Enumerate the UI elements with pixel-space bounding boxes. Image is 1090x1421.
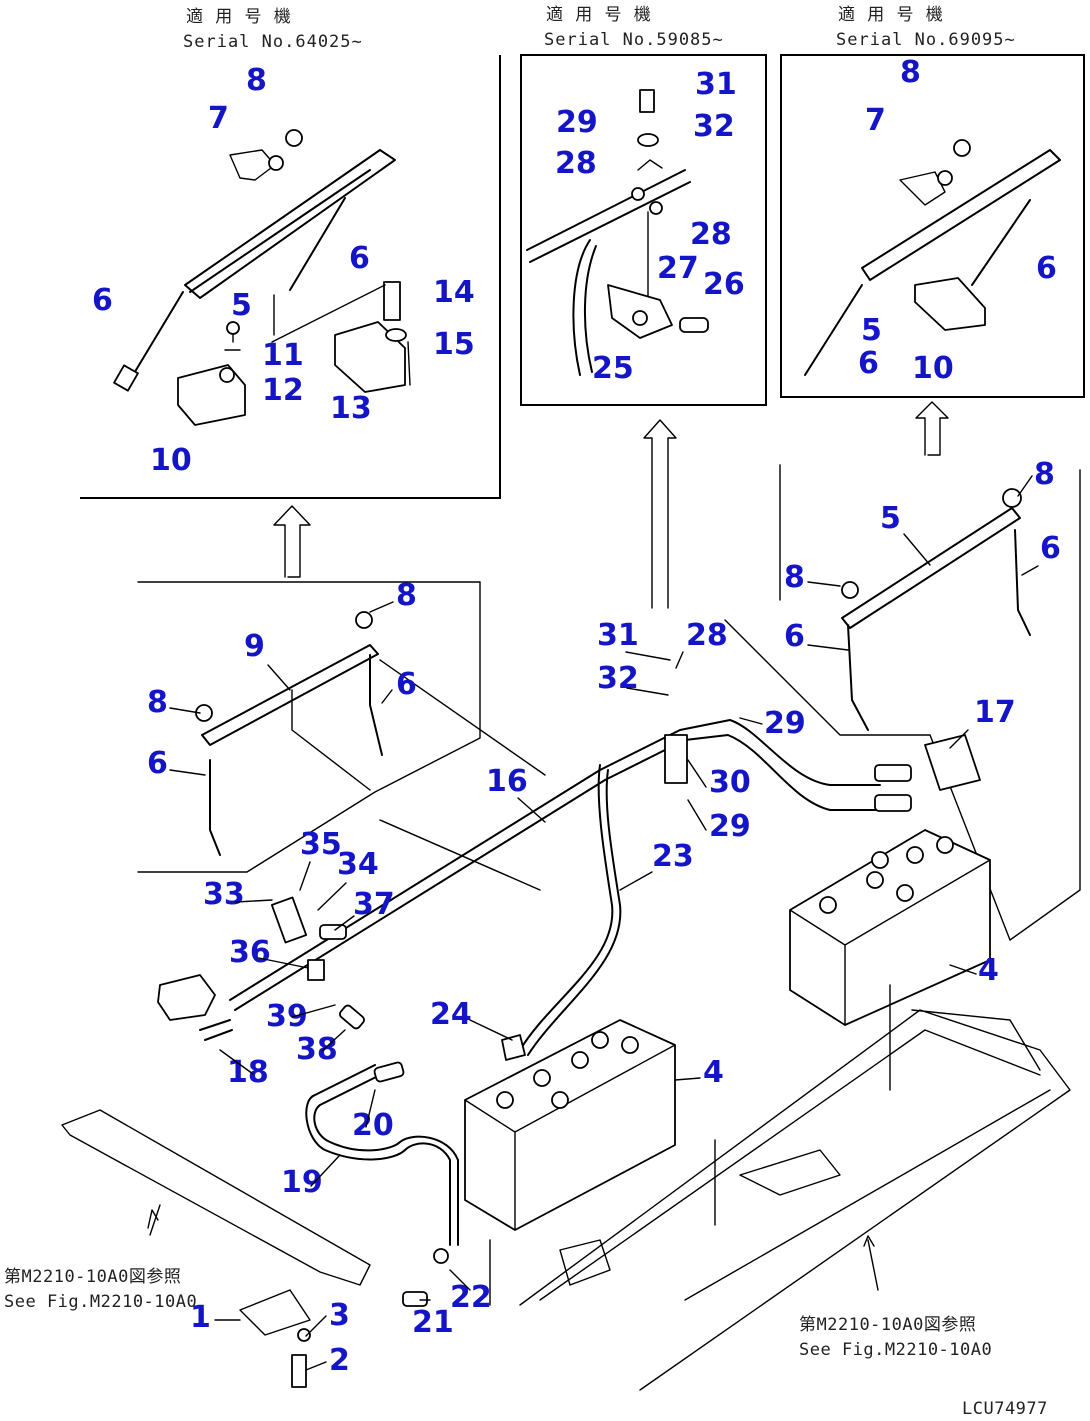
callout-8: 8 [246, 63, 267, 98]
callout-8: 8 [1034, 457, 1055, 492]
callout-15: 15 [433, 327, 475, 362]
callout-4: 4 [978, 953, 999, 988]
main-right-holddown [724, 464, 1081, 941]
callout-14: 14 [433, 275, 475, 310]
callout-32: 32 [693, 109, 735, 144]
callout-29: 29 [709, 809, 751, 844]
callout-9: 9 [244, 629, 265, 664]
leader-lines [169, 475, 1039, 1371]
callout-12: 12 [262, 373, 304, 408]
callout-4: 4 [703, 1055, 724, 1090]
callout-24: 24 [430, 997, 472, 1032]
callout-19: 19 [281, 1165, 323, 1200]
callout-20: 20 [352, 1108, 394, 1143]
callout-5: 5 [880, 501, 901, 536]
main-chassis [61, 984, 1071, 1391]
inset-left-drawing [113, 129, 411, 426]
callout-34: 34 [337, 847, 379, 882]
callout-7: 7 [865, 103, 886, 138]
callout-6: 6 [1040, 531, 1061, 566]
reference-right: 第M2210-10A0図参照 See Fig.M2210-10A0 [799, 1235, 992, 1360]
inset-left-frame [80, 55, 501, 499]
callout-6: 6 [147, 746, 168, 781]
header-right-serial: Serial No.69095~ [836, 30, 1016, 50]
callout-6: 6 [396, 667, 417, 702]
callout-38: 38 [296, 1032, 338, 1067]
reference-right-en: See Fig.M2210-10A0 [799, 1340, 992, 1360]
inset-middle-frame [520, 54, 767, 406]
header-left-serial: Serial No.64025~ [183, 32, 363, 52]
callout-32: 32 [597, 661, 639, 696]
callout-29: 29 [556, 105, 598, 140]
callout-30: 30 [709, 765, 751, 800]
callout-21: 21 [412, 1305, 454, 1340]
reference-left: 第M2210-10A0図参照 See Fig.M2210-10A0 [4, 1204, 197, 1312]
callout-13: 13 [330, 391, 372, 426]
arrow-to-left-inset [273, 505, 311, 578]
reference-left-jp: 第M2210-10A0図参照 [4, 1267, 181, 1287]
inset-right-frame [780, 54, 1085, 398]
callout-23: 23 [652, 839, 694, 874]
callout-29: 29 [764, 706, 806, 741]
callout-10: 10 [150, 443, 192, 478]
inset-middle-drawing [526, 89, 709, 376]
callout-2: 2 [329, 1343, 350, 1378]
callout-31: 31 [597, 618, 639, 653]
main-cables [229, 719, 981, 1246]
callout-26: 26 [703, 267, 745, 302]
callout-22: 22 [450, 1280, 492, 1315]
callout-39: 39 [266, 999, 308, 1034]
callout-37: 37 [353, 887, 395, 922]
header-middle-serial: Serial No.59085~ [544, 30, 724, 50]
callout-17: 17 [974, 695, 1016, 730]
callout-7: 7 [208, 101, 229, 136]
callout-25: 25 [592, 351, 634, 386]
callout-27: 27 [657, 251, 699, 286]
main-switch-cluster [157, 896, 526, 1307]
reference-right-jp: 第M2210-10A0図参照 [799, 1315, 976, 1335]
callout-8: 8 [147, 685, 168, 720]
arrow-to-middle-inset [643, 419, 677, 609]
callout-5: 5 [231, 288, 252, 323]
reference-left-en: See Fig.M2210-10A0 [4, 1292, 197, 1312]
callout-6: 6 [784, 619, 805, 654]
battery-left [464, 1019, 676, 1231]
callout-6: 6 [92, 283, 113, 318]
header-middle-jp: 適 用 号 機 [546, 5, 652, 25]
inset-right-drawing [804, 139, 1061, 376]
callout-6: 6 [349, 241, 370, 276]
callout-28: 28 [555, 146, 597, 181]
callout-33: 33 [203, 877, 245, 912]
callout-28: 28 [690, 217, 732, 252]
callout-16: 16 [486, 764, 528, 799]
callout-35: 35 [300, 827, 342, 862]
callout-1: 1 [190, 1300, 211, 1335]
callout-8: 8 [900, 55, 921, 90]
callout-11: 11 [262, 338, 304, 373]
callout-6: 6 [1036, 251, 1057, 286]
callout-6: 6 [858, 346, 879, 381]
callout-10: 10 [912, 351, 954, 386]
callout-31: 31 [695, 67, 737, 102]
header-left-jp: 適 用 号 機 [186, 7, 292, 27]
arrow-to-right-inset [915, 401, 949, 456]
battery-right [789, 829, 991, 1026]
callout-28: 28 [686, 618, 728, 653]
figure-code: LCU74977 [962, 1399, 1048, 1419]
callout-8: 8 [396, 578, 417, 613]
callout-8: 8 [784, 560, 805, 595]
callout-36: 36 [229, 935, 271, 970]
callout-5: 5 [861, 313, 882, 348]
callout-3: 3 [329, 1298, 350, 1333]
header-right-jp: 適 用 号 機 [838, 5, 944, 25]
